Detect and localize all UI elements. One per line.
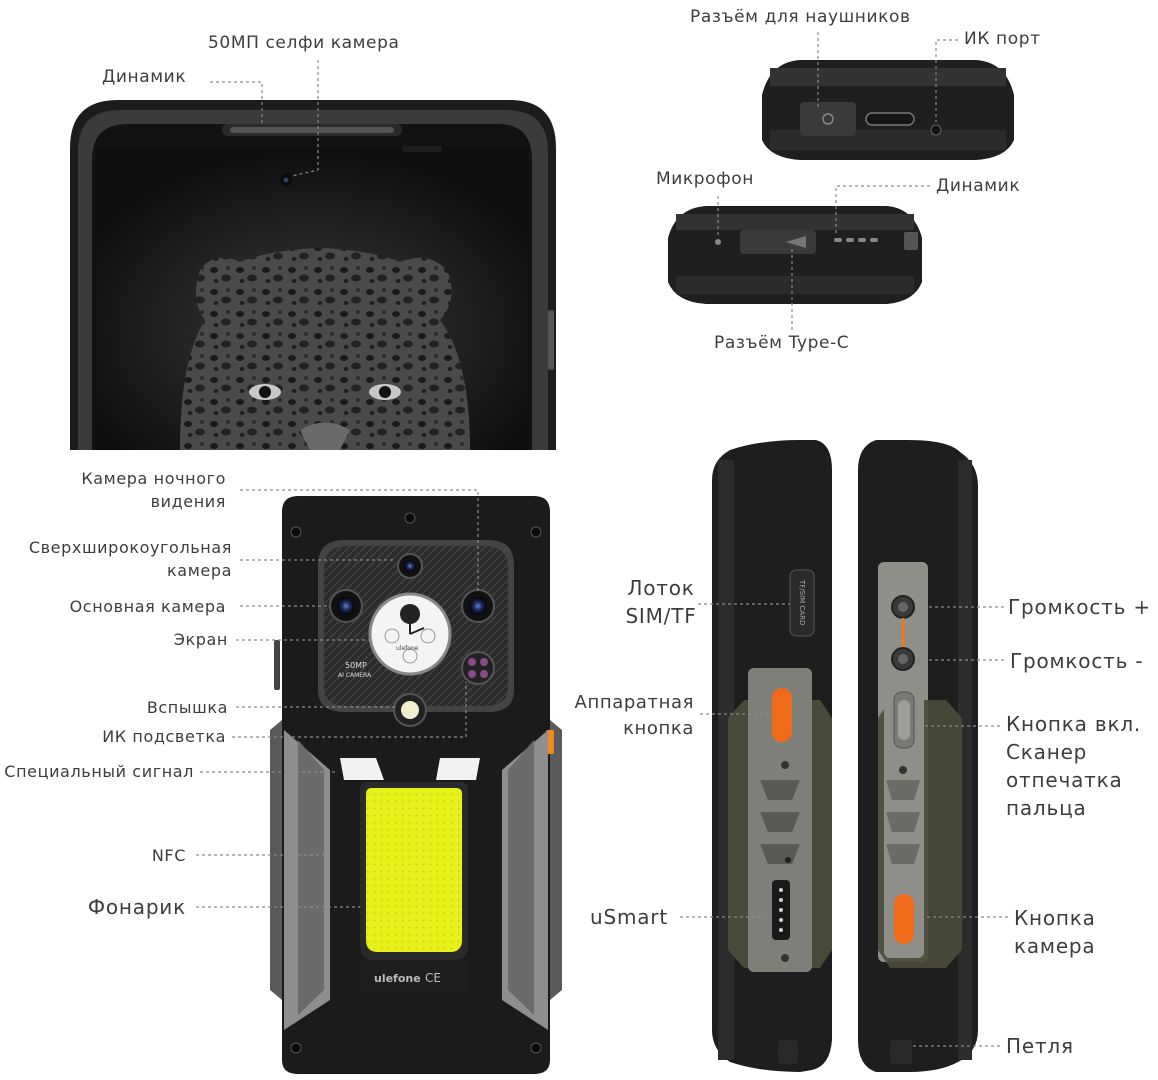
label-microphone: Микрофон <box>656 169 755 189</box>
ce-mark: CE <box>425 971 441 985</box>
label-sim-tray-line2: SIM/TF <box>625 604 697 628</box>
label-special-signal: Специальный сигнал <box>4 762 194 781</box>
cam-text-2: AI CAMERA <box>338 672 372 679</box>
label-volume-up: Громкость + <box>1008 595 1151 619</box>
label-main-camera: Основная камера <box>69 597 226 616</box>
sim-tray <box>789 569 815 637</box>
label-flashlight: Фонарик <box>87 895 186 919</box>
label-hardware-button: Аппаратная кнопка <box>560 690 694 742</box>
label-power-button: Кнопка вкл. Сканер отпечатка пальца <box>1006 710 1141 822</box>
label-screen: Экран <box>173 630 228 649</box>
earpiece-speaker <box>230 127 394 133</box>
label-night-camera: Камера ночного видения <box>40 467 226 513</box>
label-hardware-button-line1: Аппаратная <box>574 692 694 713</box>
label-flash: Вспышка <box>146 698 228 717</box>
label-type-c: Разъём Type-C <box>714 333 850 353</box>
watch-brand: ulefone <box>396 645 419 652</box>
flash-led <box>401 701 419 719</box>
label-ir-light: ИК подсветка <box>102 727 226 746</box>
tray-text: TF/SIM CARD <box>798 579 806 625</box>
right-side-view <box>858 440 978 1072</box>
label-lanyard: Петля <box>1006 1034 1074 1058</box>
back-phone <box>270 496 562 1074</box>
type-c-cover <box>740 230 816 254</box>
camera-button <box>894 894 914 944</box>
port-slot <box>865 112 915 126</box>
label-camera-button: Кнопка камера <box>1014 904 1096 960</box>
label-ir-port: ИК порт <box>964 29 1041 49</box>
hardware-button <box>772 688 792 742</box>
special-signal-light <box>340 758 384 780</box>
left-side-view <box>712 440 832 1072</box>
microphone-hole <box>715 239 721 245</box>
top-edge-view <box>762 60 1014 160</box>
headphone-jack-cover <box>800 102 856 136</box>
label-selfie-camera: 50МП селфи камера <box>208 33 400 53</box>
leopard-image <box>180 248 470 450</box>
label-usmart: uSmart <box>590 905 668 929</box>
label-bottom-speaker: Динамик <box>936 176 1021 196</box>
bottom-edge-view <box>668 206 922 304</box>
label-headphone-jack: Разъём для наушников <box>690 7 911 27</box>
label-power-line1: Кнопка вкл. <box>1006 712 1142 736</box>
flashlight-panel <box>366 788 462 952</box>
label-hardware-button-line2: кнопка <box>623 718 694 739</box>
label-nfc: NFC <box>151 846 186 865</box>
label-night-camera-line1: Камера ночного <box>81 469 226 488</box>
label-ultrawide-line1: Сверхширокоугольная <box>28 538 232 557</box>
label-power-line2: Сканер <box>1006 740 1088 764</box>
label-camera-button-line2: камера <box>1014 934 1096 958</box>
ir-light-cluster <box>461 651 495 685</box>
night-camera-lens <box>469 597 487 615</box>
ir-port-dot <box>930 124 942 136</box>
front-phone <box>70 100 556 450</box>
label-front-speaker: Динамик <box>102 67 187 87</box>
brand-logo: ulefone <box>374 972 421 985</box>
leader-lines <box>196 32 1008 1047</box>
label-ultrawide: Сверхширокоугольная камера <box>10 536 232 582</box>
ultrawide-camera-lens <box>404 560 416 572</box>
label-night-camera-line2: видения <box>150 492 226 511</box>
label-ultrawide-line2: камера <box>167 561 232 580</box>
label-power-line3: отпечатка <box>1006 768 1123 792</box>
label-sim-tray: Лоток SIM/TF <box>606 574 716 630</box>
bottom-speaker-grille <box>834 238 878 242</box>
label-volume-down: Громкость - <box>1010 649 1144 673</box>
cam-text-1: 50MP <box>345 661 367 670</box>
label-sim-tray-line1: Лоток <box>627 576 695 600</box>
lanyard-hole <box>890 1040 912 1064</box>
label-camera-button-line1: Кнопка <box>1014 906 1096 930</box>
main-camera-lens <box>337 597 355 615</box>
label-power-line4: пальца <box>1006 796 1087 820</box>
